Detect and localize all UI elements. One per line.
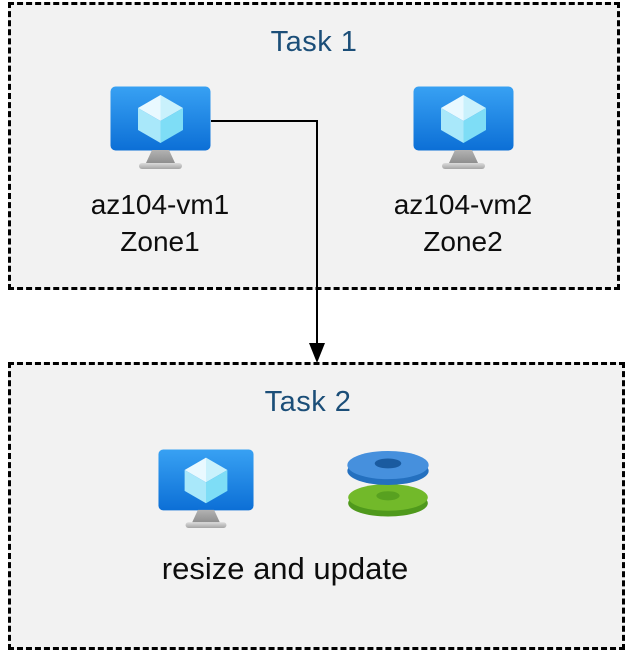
vm-icon (110, 86, 210, 169)
vm1-label: az104-vm1 Zone1 (91, 186, 230, 260)
task2-title: Task 2 (264, 386, 352, 418)
task1-title: Task 1 (270, 26, 358, 58)
task2-box (8, 362, 625, 650)
vm-group-az104-vm1: az104-vm1 Zone1 (60, 86, 260, 260)
vm2-label: az104-vm2 Zone2 (394, 186, 533, 260)
disks-icon (347, 450, 429, 517)
vm1-zone: Zone1 (120, 226, 200, 257)
vm2-name: az104-vm2 (393, 189, 533, 220)
vm-icon (413, 86, 513, 169)
vm-icon (158, 449, 254, 528)
task2-caption: resize and update (161, 551, 409, 586)
vm2-zone: Zone2 (423, 226, 503, 257)
vm-group-az104-vm2: az104-vm2 Zone2 (363, 86, 563, 260)
vm1-name: az104-vm1 (90, 189, 230, 220)
